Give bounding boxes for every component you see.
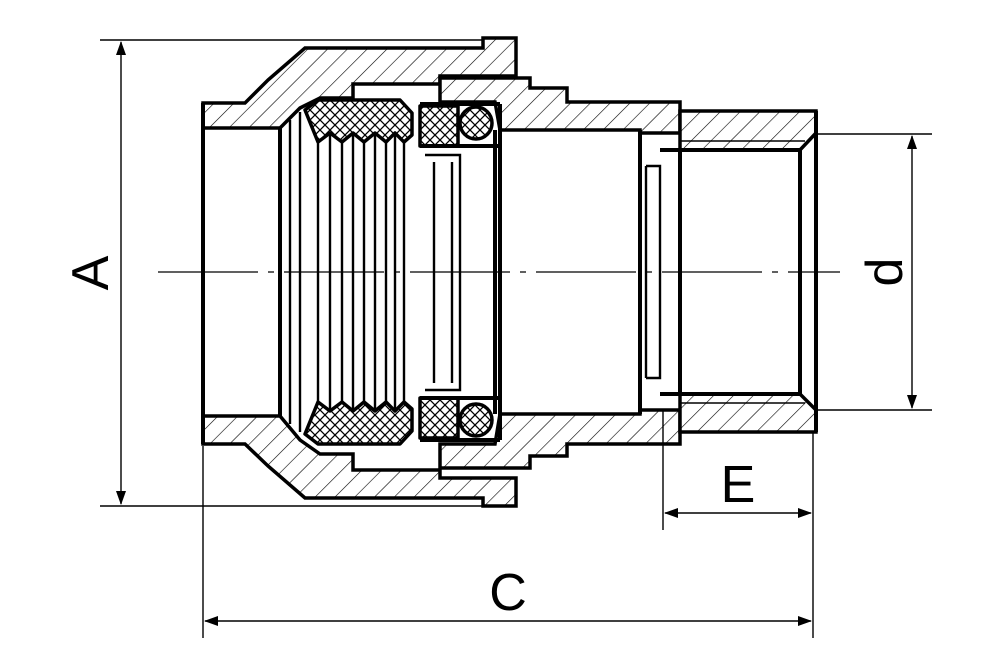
nut-body-top xyxy=(201,36,518,130)
dim-C-label: C xyxy=(489,564,527,622)
dim-A-label: A xyxy=(62,255,120,290)
threaded-end-bottom xyxy=(678,392,818,434)
dim-A-extension-lines xyxy=(100,39,483,507)
threaded-end-top xyxy=(678,109,818,152)
o-ring-bottom xyxy=(458,402,494,438)
dim-E-extension-lines xyxy=(662,410,814,530)
dim-d-label: d xyxy=(856,258,914,287)
thread-lines xyxy=(680,140,805,404)
left-bore-edges xyxy=(201,103,282,444)
inner-sleeve xyxy=(420,102,500,442)
washer-top xyxy=(418,104,460,148)
nut-body-bottom xyxy=(201,414,518,508)
dim-E-label: E xyxy=(721,456,756,514)
dim-C-extension-lines xyxy=(202,446,814,638)
dim-d-extension-lines xyxy=(818,133,932,411)
o-ring-top xyxy=(458,105,494,141)
washer-bottom xyxy=(418,396,460,440)
